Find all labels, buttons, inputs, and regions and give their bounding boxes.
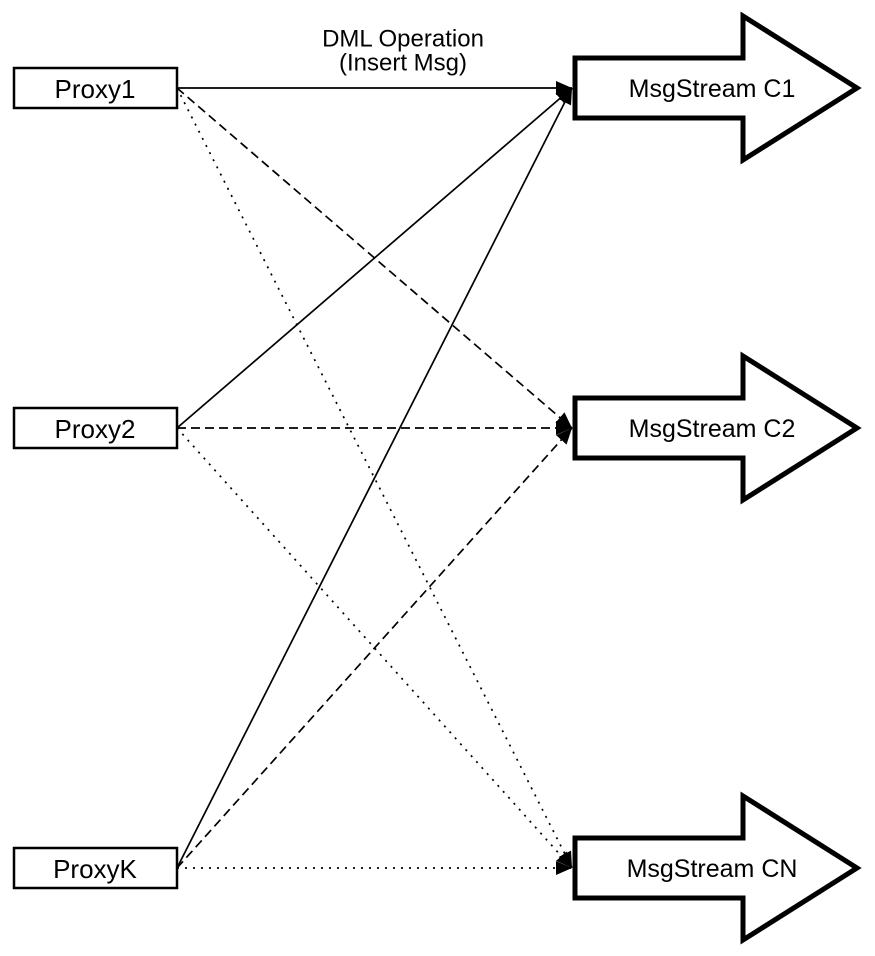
node-msgstream-c1: MsgStream C1 [572,11,862,165]
connection-proxyk-to-c2-dashed [176,427,573,869]
proxyk-label: ProxyK [53,854,137,884]
proxy1-box [12,66,179,110]
node-proxyk: ProxyK [12,846,179,890]
proxy2-box [12,406,179,450]
msgstream-cn-arrow-shape [572,791,862,945]
node-msgstream-c2: MsgStream C2 [572,351,862,505]
node-msgstream-cn: MsgStream CN [572,791,862,945]
msgstream-c2-arrow-shape [572,351,862,505]
connection-proxy1-to-cn-dotted [176,87,573,869]
node-proxy1: Proxy1 [12,66,179,110]
msgstream-c1-arrow-shape [572,11,862,165]
diagram-title-line1: DML Operation [322,26,484,53]
proxyk-box [12,846,179,890]
proxy1-label: Proxy1 [55,74,136,104]
msgstream-c1-label: MsgStream C1 [629,75,796,103]
msgstream-c2-label: MsgStream C2 [629,415,796,443]
msgstream-cn-label: MsgStream CN [627,855,798,883]
connection-proxyk-to-c1-solid [176,87,573,869]
connections-layer [176,81,573,875]
proxy2-label: Proxy2 [55,414,136,444]
node-proxy2: Proxy2 [12,406,179,450]
diagram-title-line2: (Insert Msg) [339,50,467,77]
connection-proxy2-to-c1-solid [176,87,573,429]
